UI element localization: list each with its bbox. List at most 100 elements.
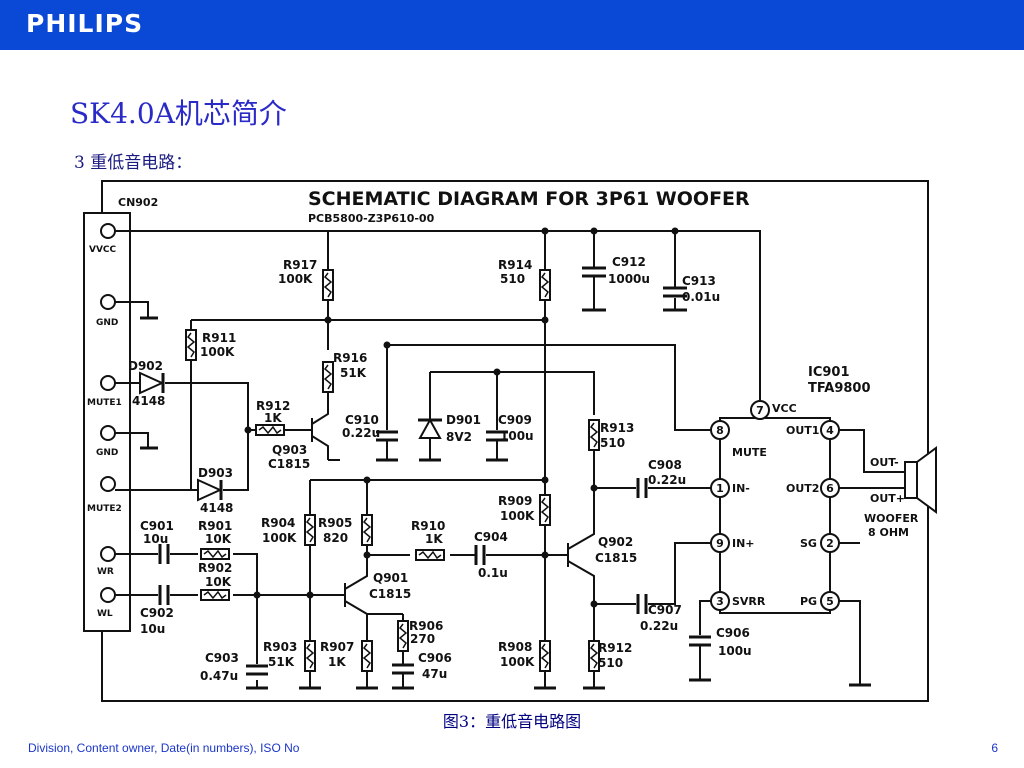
c913-value: 0.01u xyxy=(682,290,720,304)
pin-label-mute2: MUTE2 xyxy=(87,504,122,514)
pin-label-vvcc: VVCC xyxy=(89,245,117,255)
d903-value: 4148 xyxy=(200,501,233,515)
ic-label-pg: PG xyxy=(800,595,817,608)
ic-label-mute: MUTE xyxy=(732,446,767,459)
pin-label-wr: WR xyxy=(97,567,114,577)
ic-part: TFA9800 xyxy=(808,381,871,396)
r916-value: 51K xyxy=(340,366,367,380)
ic-pin-3: 3 xyxy=(716,595,724,608)
ic-pin-9: 9 xyxy=(716,537,724,550)
d901-ref: D901 xyxy=(446,413,481,427)
r911-ref: R911 xyxy=(202,331,236,345)
d902-value: 4148 xyxy=(132,394,165,408)
q903-ref: Q903 xyxy=(272,443,307,457)
connector-label: CN902 xyxy=(118,196,158,209)
c903-value: 0.47u xyxy=(200,669,238,683)
pin-label-gnd1: GND xyxy=(96,318,118,328)
c912-ref: C912 xyxy=(612,255,646,269)
r903-value: 51K xyxy=(268,655,295,669)
q901-ref: Q901 xyxy=(373,571,408,585)
pin-label-gnd2: GND xyxy=(96,448,118,458)
r912a-value: 1K xyxy=(264,411,282,425)
ic-label-out1: OUT1 xyxy=(786,424,819,437)
r912b-ref: R912 xyxy=(598,641,632,655)
c913-ref: C913 xyxy=(682,274,716,288)
ic-label-in-plus: IN+ xyxy=(732,537,755,550)
d901-value: 8V2 xyxy=(446,430,472,444)
ic-pin-8: 8 xyxy=(716,424,724,437)
c904-ref: C904 xyxy=(474,530,508,544)
c909-ref: C909 xyxy=(498,413,532,427)
c901-ref: C901 xyxy=(140,519,174,533)
r916-ref: R916 xyxy=(333,351,367,365)
footer-info: Division, Content owner, Date(in numbers… xyxy=(28,741,300,755)
c910-ref: C910 xyxy=(345,413,379,427)
r908-ref: R908 xyxy=(498,640,532,654)
speaker-label: WOOFER xyxy=(864,512,919,525)
speaker-icon xyxy=(904,446,937,514)
r909-ref: R909 xyxy=(498,494,532,508)
ic-label-svrr: SVRR xyxy=(732,595,766,608)
c903-ref: C903 xyxy=(205,651,239,665)
ic-pin-4: 4 xyxy=(826,424,834,437)
r904-ref: R904 xyxy=(261,516,295,530)
r910-value: 1K xyxy=(425,532,443,546)
woofer-schematic: SCHEMATIC DIAGRAM FOR 3P61 WOOFER PCB580… xyxy=(83,180,937,702)
r904-value: 100K xyxy=(262,531,297,545)
r907-value: 1K xyxy=(328,655,346,669)
c908-value: 0.22u xyxy=(648,473,686,487)
d902-ref: D902 xyxy=(128,359,163,373)
r901-ref: R901 xyxy=(198,519,232,533)
q901-value: C1815 xyxy=(369,587,411,601)
ic-pin-7: 7 xyxy=(756,404,764,417)
ic-label-vcc: VCC xyxy=(772,402,797,415)
schematic-wires xyxy=(115,230,905,688)
ic-pin-2: 2 xyxy=(826,537,834,550)
c909-value: 100u xyxy=(500,429,534,443)
speaker-impedance: 8 OHM xyxy=(868,526,909,539)
ic-label-out2: OUT2 xyxy=(786,482,819,495)
pin-label-wl: WL xyxy=(97,609,113,619)
c902-value: 10u xyxy=(140,622,165,636)
ic-pin-1: 1 xyxy=(716,482,724,495)
r913-value: 510 xyxy=(600,436,625,450)
r914-ref: R914 xyxy=(498,258,532,272)
r905-ref: R905 xyxy=(318,516,352,530)
ic-name: IC901 xyxy=(808,365,850,380)
pin-label-mute1: MUTE1 xyxy=(87,398,122,408)
r912b-value: 510 xyxy=(598,656,623,670)
speaker-out-minus: OUT- xyxy=(870,456,899,469)
c908-ref: C908 xyxy=(648,458,682,472)
c907-value: 0.22u xyxy=(640,619,678,633)
r905-value: 820 xyxy=(323,531,348,545)
r910-ref: R910 xyxy=(411,519,445,533)
r908-value: 100K xyxy=(500,655,535,669)
r903-ref: R903 xyxy=(263,640,297,654)
r906-value: 270 xyxy=(410,632,435,646)
c902-ref: C902 xyxy=(140,606,174,620)
q902-value: C1815 xyxy=(595,551,637,565)
q903-value: C1815 xyxy=(268,457,310,471)
r911-value: 100K xyxy=(200,345,235,359)
r909-value: 100K xyxy=(500,509,535,523)
r901-value: 10K xyxy=(205,532,232,546)
ic-pin-5: 5 xyxy=(826,595,834,608)
r917-value: 100K xyxy=(278,272,313,286)
page-number: 6 xyxy=(991,741,998,755)
slide-title: SK4.0A机芯简介 xyxy=(70,97,287,130)
section-label: 3 重低音电路： xyxy=(74,153,193,173)
brand-logo: PHILIPS xyxy=(26,9,144,38)
r914-value: 510 xyxy=(500,272,525,286)
r902-value: 10K xyxy=(205,575,232,589)
pcb-number: PCB5800-Z3P610-00 xyxy=(308,212,435,225)
ic-label-in-minus: IN- xyxy=(732,482,750,495)
r913-ref: R913 xyxy=(600,421,634,435)
r912a-ref: R912 xyxy=(256,399,290,413)
c904-value: 0.1u xyxy=(478,566,508,580)
c910-value: 0.22u xyxy=(342,426,380,440)
schematic-title: SCHEMATIC DIAGRAM FOR 3P61 WOOFER xyxy=(308,188,750,210)
r907-ref: R907 xyxy=(320,640,354,654)
r902-ref: R902 xyxy=(198,561,232,575)
c907-ref: C907 xyxy=(648,603,682,617)
ic-label-sg: SG xyxy=(800,537,817,550)
